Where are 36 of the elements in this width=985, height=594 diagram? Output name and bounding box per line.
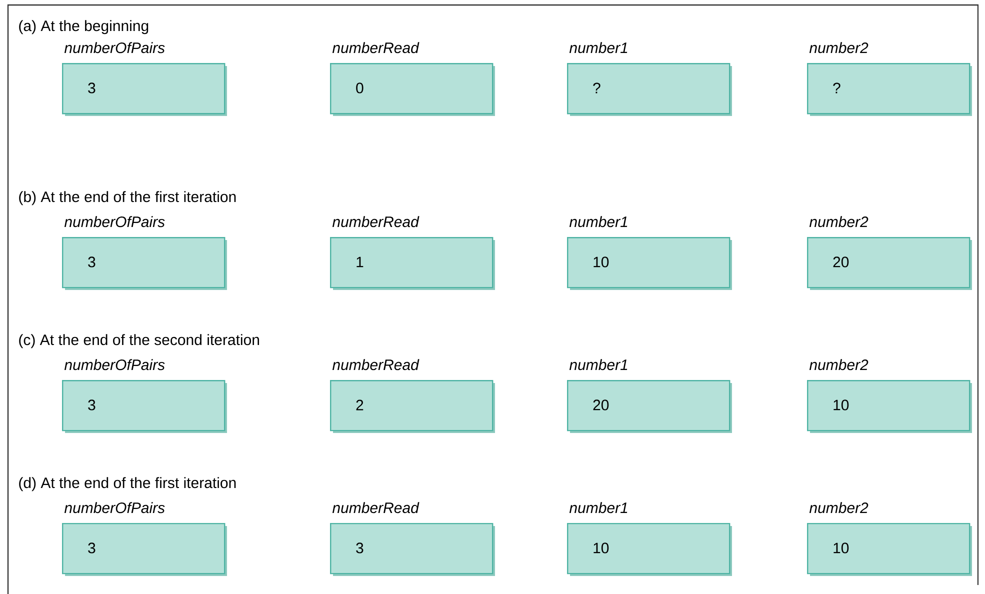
value-box: 20: [807, 237, 972, 290]
variable-name: numberOfPairs: [64, 216, 165, 228]
value-box: 3: [62, 522, 227, 576]
variable-name: number2: [809, 502, 868, 514]
section-heading: (c) At the end of the second iteration: [19, 334, 259, 348]
variable-name: number2: [809, 216, 868, 228]
value-box: 10: [807, 380, 972, 433]
value-box: ?: [807, 63, 972, 116]
variable-name: numberOfPairs: [64, 359, 165, 370]
value-box: 3: [330, 522, 495, 576]
value-box: 10: [567, 237, 732, 290]
value-box: 10: [807, 522, 972, 576]
variable-name: numberOfPairs: [64, 42, 165, 54]
value-box: 20: [567, 380, 732, 433]
variable-name: numberRead: [332, 216, 420, 228]
variable-name: number1: [569, 216, 628, 228]
section-heading: (b) At the end of the first iteration: [19, 191, 236, 206]
variable-name: number2: [809, 359, 868, 370]
section-heading: (d) At the end of the first iteration: [19, 477, 236, 492]
value-box: 2: [330, 380, 495, 433]
variable-name: number2: [809, 42, 868, 54]
value-box: 3: [62, 380, 227, 433]
variable-name: number1: [569, 502, 628, 514]
section-heading: (a) At the beginning: [19, 20, 148, 34]
variable-name: numberRead: [332, 359, 420, 370]
variable-name: number1: [569, 359, 628, 370]
value-box: 3: [62, 237, 227, 290]
variable-name: numberRead: [332, 502, 420, 514]
value-box: 0: [330, 63, 495, 116]
value-box: ?: [567, 63, 732, 116]
variable-name: number1: [569, 42, 628, 54]
value-box: 10: [567, 522, 732, 576]
variable-name: numberOfPairs: [64, 502, 165, 514]
value-box: 3: [62, 63, 227, 116]
value-box: 1: [330, 237, 495, 290]
variable-name: numberRead: [332, 42, 420, 54]
